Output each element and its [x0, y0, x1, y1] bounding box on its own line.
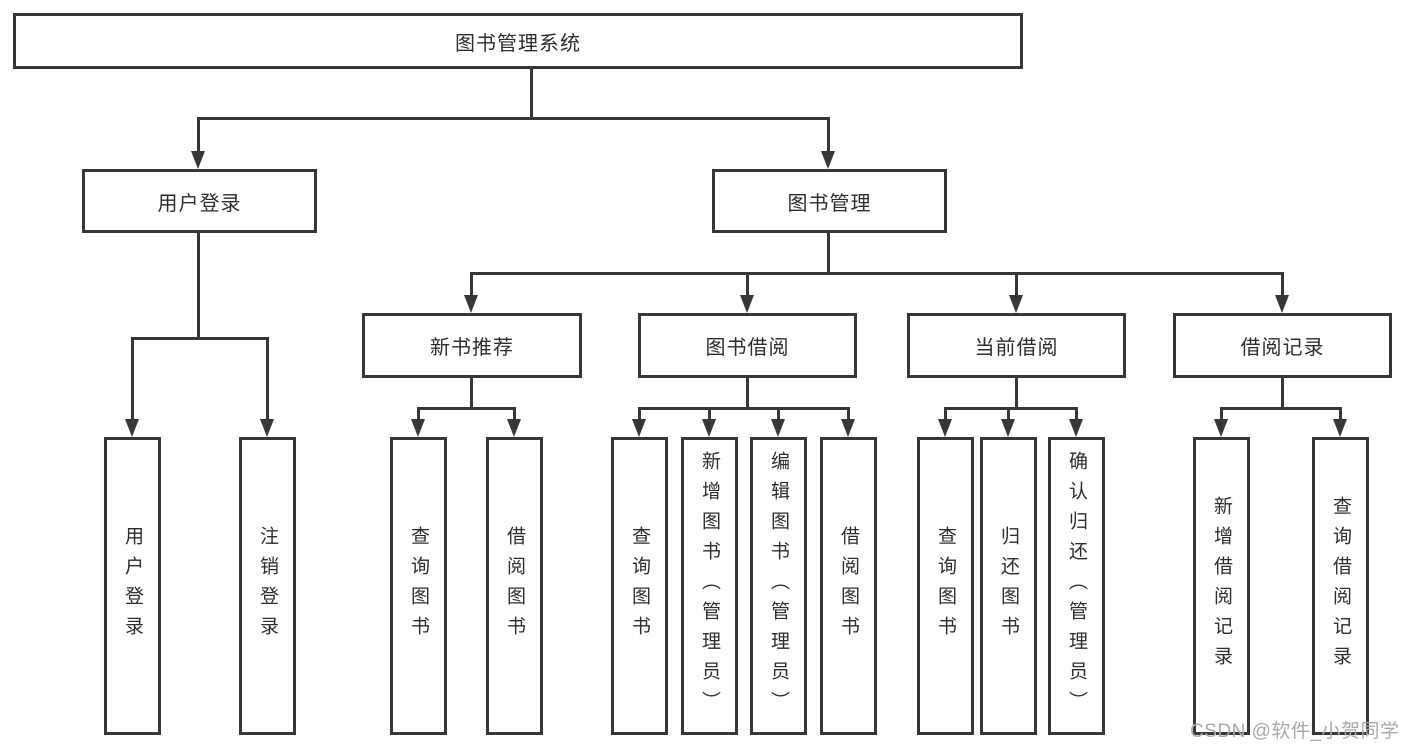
arrow-down-icon — [1069, 419, 1083, 437]
leaf-add-borrow-record: 新增借阅记录 — [1193, 437, 1250, 735]
watermark: CSDN @软件_小贺同学 — [1190, 721, 1400, 742]
connector-line — [1007, 407, 1010, 423]
connector-line — [777, 407, 780, 423]
arrow-down-icon — [260, 419, 274, 437]
leaf-return-book: 归还图书 — [980, 437, 1037, 735]
connector-line — [1075, 407, 1078, 423]
leaf-confirm-return-admin: 确认归还（管理员） — [1048, 437, 1105, 735]
connector-line — [513, 407, 516, 423]
leaf-query-books-recommend: 查询图书 — [390, 437, 447, 735]
arrow-down-icon — [507, 419, 521, 437]
connector-line — [746, 272, 749, 299]
arrow-down-icon — [464, 295, 478, 313]
arrow-down-icon — [771, 419, 785, 437]
arrow-down-icon — [191, 151, 205, 169]
arrow-down-icon — [1275, 295, 1289, 313]
connector-line — [708, 407, 711, 423]
connector-line — [417, 407, 516, 410]
node-borrow-records: 借阅记录 — [1173, 313, 1392, 378]
leaf-edit-book-admin: 编辑图书（管理员） — [750, 437, 807, 735]
connector-line — [827, 117, 830, 155]
arrow-down-icon — [821, 151, 835, 169]
connector-line — [131, 337, 269, 340]
node-book-management: 图书管理 — [712, 169, 947, 233]
connector-line — [417, 407, 420, 423]
arrow-down-icon — [125, 419, 139, 437]
arrow-down-icon — [841, 419, 855, 437]
connector-line — [944, 407, 947, 423]
arrow-down-icon — [1001, 419, 1015, 437]
arrow-down-icon — [1214, 419, 1228, 437]
node-user-login: 用户登录 — [82, 169, 317, 233]
leaf-query-books-current: 查询图书 — [917, 437, 974, 735]
leaf-query-borrow-record: 查询借阅记录 — [1312, 437, 1369, 735]
leaf-borrow-books-recommend: 借阅图书 — [486, 437, 543, 735]
connector-line — [266, 337, 269, 423]
node-book-borrow: 图书借阅 — [638, 313, 857, 378]
connector-line — [827, 233, 830, 275]
arrow-down-icon — [702, 419, 716, 437]
arrow-down-icon — [411, 419, 425, 437]
connector-line — [1015, 378, 1018, 410]
leaf-logout: 注销登录 — [239, 437, 296, 735]
arrow-down-icon — [1009, 295, 1023, 313]
node-current-borrow: 当前借阅 — [907, 313, 1126, 378]
node-library-system: 图书管理系统 — [13, 13, 1023, 69]
connector-line — [1015, 272, 1018, 299]
arrow-down-icon — [1333, 419, 1347, 437]
leaf-query-books-borrow: 查询图书 — [611, 437, 668, 735]
connector-line — [1339, 407, 1342, 423]
node-new-book-recommend: 新书推荐 — [362, 313, 582, 378]
connector-line — [197, 233, 200, 340]
connector-line — [638, 407, 850, 410]
leaf-borrow-books: 借阅图书 — [820, 437, 877, 735]
connector-line — [470, 378, 473, 410]
leaf-add-book-admin: 新增图书（管理员） — [681, 437, 738, 735]
connector-line — [847, 407, 850, 423]
connector-line — [1220, 407, 1342, 410]
connector-line — [470, 272, 473, 299]
connector-line — [1281, 378, 1284, 410]
connector-line — [470, 272, 1283, 275]
connector-line — [197, 117, 200, 155]
leaf-user-login: 用户登录 — [104, 437, 161, 735]
connector-line — [197, 117, 830, 120]
connector-line — [530, 69, 533, 118]
connector-line — [944, 407, 1078, 410]
connector-line — [746, 378, 749, 410]
connector-line — [1281, 272, 1284, 299]
connector-line — [131, 337, 134, 423]
connector-line — [638, 407, 641, 423]
arrow-down-icon — [740, 295, 754, 313]
connector-line — [1220, 407, 1223, 423]
arrow-down-icon — [938, 419, 952, 437]
arrow-down-icon — [632, 419, 646, 437]
